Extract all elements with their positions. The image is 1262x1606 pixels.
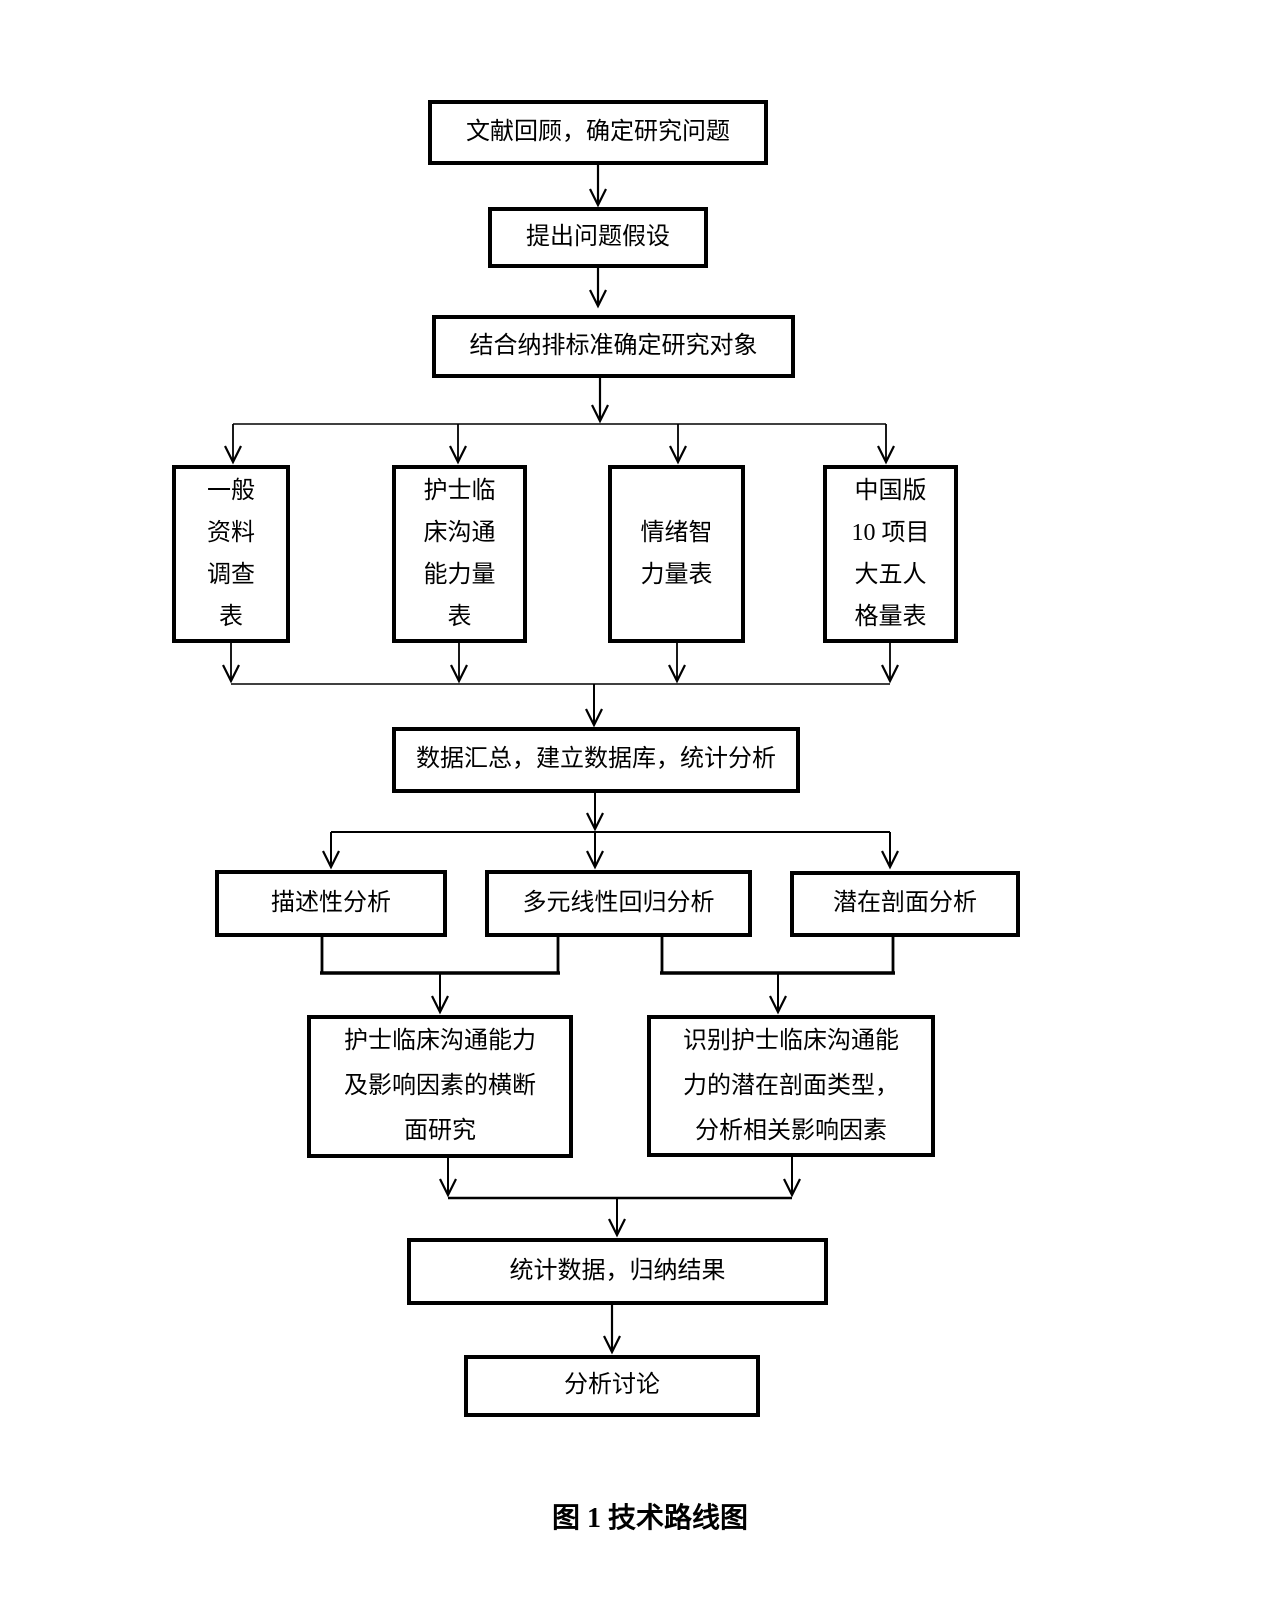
node-big-five-scale-label: 中国版 10 项目 大五人 格量表	[851, 478, 930, 630]
node-general-info-questionnaire: 一般 资料 调查 表	[172, 465, 290, 643]
merge-bar-studies	[439, 1157, 801, 1238]
node-statistics-results-label: 统计数据，归纳结果	[509, 1257, 726, 1284]
node-communication-scale-label: 护士临 床沟通 能力量 表	[423, 478, 496, 630]
node-subjects: 结合纳排标准确定研究对象	[432, 315, 795, 378]
split-bar-scales	[224, 423, 895, 465]
node-latent-profile-analysis: 潜在剖面分析	[790, 871, 1020, 937]
node-big-five-scale: 中国版 10 项目 大五人 格量表	[823, 465, 958, 643]
node-communication-scale: 护士临 床沟通 能力量 表	[392, 465, 527, 643]
node-hypothesis: 提出问题假设	[488, 207, 708, 268]
merge-bar-scales	[222, 643, 899, 685]
node-discussion: 分析讨论	[464, 1355, 760, 1417]
node-emotional-intelligence-scale-label: 情绪智 力量表	[640, 520, 713, 588]
merge-bar-right-pair	[660, 937, 895, 1015]
node-data-summary: 数据汇总，建立数据库，统计分析	[392, 727, 800, 793]
node-cross-sectional-study-label: 护士临床沟通能力 及影响因素的横断 面研究	[344, 1028, 536, 1144]
node-subjects-label: 结合纳排标准确定研究对象	[469, 332, 758, 359]
node-statistics-results: 统计数据，归纳结果	[407, 1238, 828, 1305]
node-discussion-label: 分析讨论	[564, 1372, 660, 1399]
node-emotional-intelligence-scale: 情绪智 力量表	[608, 465, 745, 643]
node-regression-analysis-label: 多元线性回归分析	[522, 889, 715, 916]
merge-bar-left-pair	[320, 937, 560, 1015]
node-literature-review: 文献回顾，确定研究问题	[428, 100, 768, 165]
split-bar-analyses	[322, 831, 899, 870]
node-data-summary-label: 数据汇总，建立数据库，统计分析	[416, 746, 776, 773]
node-descriptive-analysis: 描述性分析	[215, 870, 447, 937]
node-descriptive-analysis-label: 描述性分析	[271, 889, 391, 916]
node-regression-analysis: 多元线性回归分析	[485, 870, 752, 937]
node-hypothesis-label: 提出问题假设	[526, 223, 670, 250]
node-literature-review-label: 文献回顾，确定研究问题	[466, 118, 730, 145]
node-profile-types-label: 识别护士临床沟通能 力的潜在剖面类型， 分析相关影响因素	[683, 1027, 899, 1144]
node-general-info-questionnaire-label: 一般 资料 调查 表	[207, 478, 255, 630]
figure-caption: 图 1 技术路线图	[551, 1503, 748, 1534]
node-profile-types: 识别护士临床沟通能 力的潜在剖面类型， 分析相关影响因素	[647, 1015, 935, 1157]
node-latent-profile-analysis-label: 潜在剖面分析	[833, 890, 977, 917]
node-cross-sectional-study: 护士临床沟通能力 及影响因素的横断 面研究	[307, 1015, 573, 1158]
